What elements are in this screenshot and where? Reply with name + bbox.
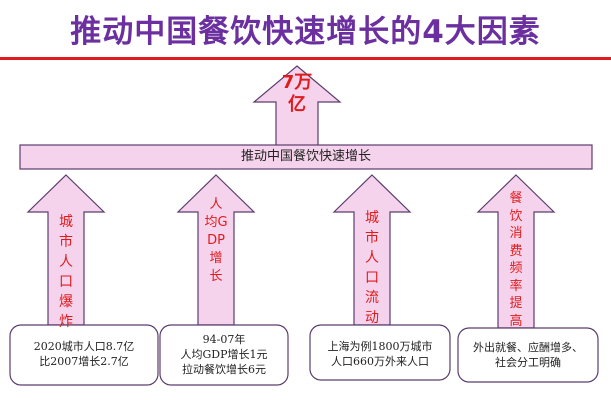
factor-box-text-4: 外出就餐、应酬增多、 社会分工明确 [473,341,583,369]
factor-arrow-label-1: 城市人口爆炸 [59,214,73,330]
factor-box-text-3: 上海为例1800万城市 人口660万外来人口 [327,340,433,368]
title-divider [0,57,611,60]
page-title: 推动中国餐饮快速增长的4大因素 [70,14,541,50]
factor-arrow-label-2: 人均GDP增长 [204,197,228,284]
factor-arrow-label-3: 城市人口流动 [365,210,379,326]
factor-box-4 [457,327,599,383]
top-arrow-label: 7万亿 [281,72,313,115]
factor-box-text-2: 94-07年 人均GDP增长1元 拉动餐饮增长6元 [180,333,268,376]
factor-box-1 [9,324,159,386]
factor-box-2 [159,324,289,386]
factor-box-text-1: 2020城市人口8.7亿 比2007增长2.7亿 [33,340,135,368]
growth-bar-label: 推动中国餐饮快速增长 [240,149,371,164]
growth-bar [19,144,593,170]
factor-arrow-label-4: 餐饮消费频率提高 [509,191,523,329]
factor-box-3 [309,324,451,381]
